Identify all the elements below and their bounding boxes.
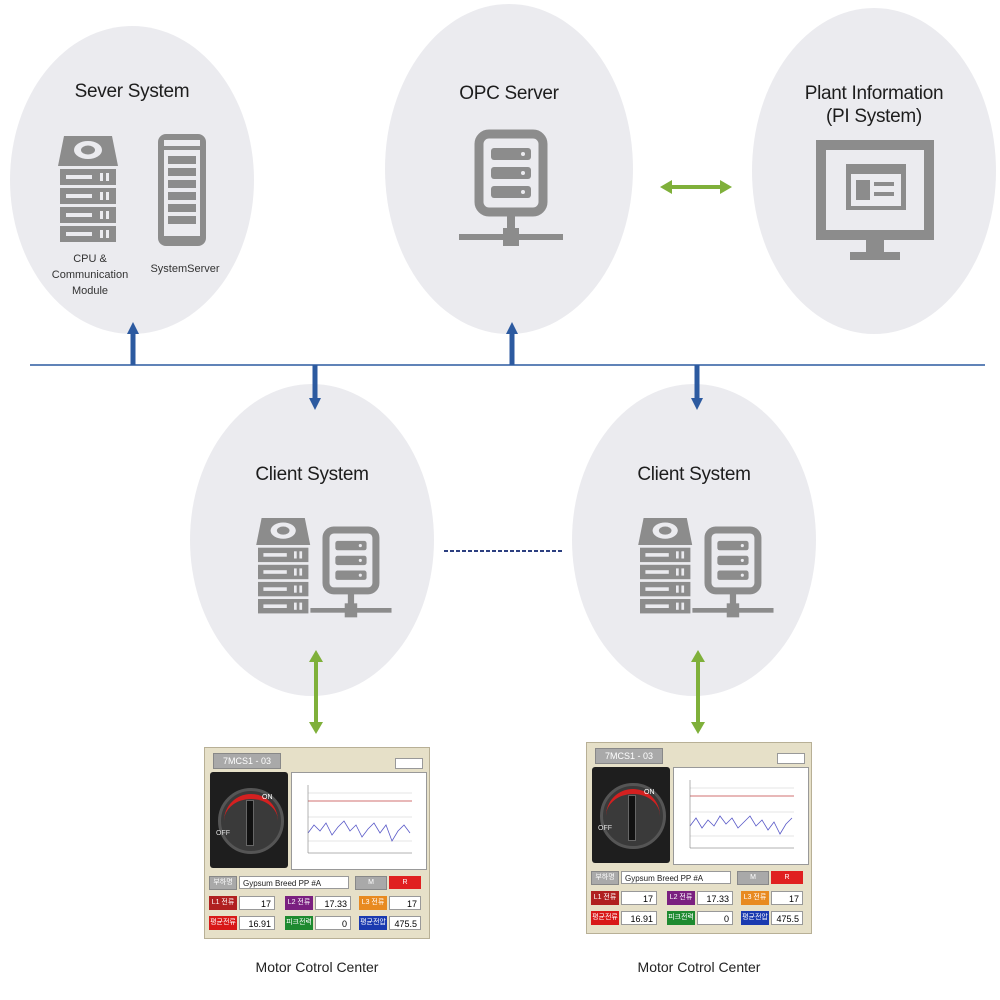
selector-switch-knob[interactable]: OFF ON: [592, 767, 670, 863]
client-right-server-icon: [692, 530, 773, 617]
avg-voltage-label: 평균전압: [741, 911, 769, 925]
avg-current-value: 16.91: [621, 911, 657, 925]
load-name-field[interactable]: Gypsum Breed PP #A: [621, 871, 731, 884]
client-right-mcc-arrow: [691, 650, 705, 734]
l2-current-label: L2 전류: [667, 891, 695, 905]
avg-current-value: 16.91: [239, 916, 275, 930]
knob-on-label: ON: [644, 789, 655, 796]
opc-uplink-arrow: [506, 322, 518, 365]
load-name-label: 부하명: [209, 876, 237, 890]
cpu-label-line2: Communication: [51, 269, 129, 281]
trend-chart: [291, 772, 427, 870]
server-system-node: Sever System: [10, 26, 254, 334]
l1-current-label: L1 전류: [591, 891, 619, 905]
l2-current-label: L2 전류: [285, 896, 313, 910]
client-right-downlink-arrow: [691, 365, 703, 410]
avg-voltage-value: 475.5: [389, 916, 421, 930]
monitor-icon: [816, 140, 934, 260]
peak-power-label: 피크전력: [667, 911, 695, 925]
mcc-panel-left: 7MCS1 - 03 OFF ON 부하명 Gypsum Breed PP #A…: [204, 747, 430, 939]
avg-current-label: 평균전류: [209, 916, 237, 930]
l3-current-label: L3 전류: [359, 896, 387, 910]
mcc-panel-right: 7MCS1 - 03 OFF ON 부하명 Gypsum Breed PP #A…: [586, 742, 812, 934]
cpu-module-icon: [58, 136, 118, 242]
client-left-cpu-icon: [256, 518, 311, 614]
l3-current-value: 17: [389, 896, 421, 910]
knob-on-label: ON: [262, 794, 273, 801]
plant-information-title-line1: Plant Information: [804, 83, 944, 104]
plant-information-node: Plant Information (PI System): [752, 8, 996, 334]
load-name-label: 부하명: [591, 871, 619, 885]
client-system-right-title: Client System: [637, 464, 751, 485]
peak-power-value: 0: [697, 911, 733, 925]
l1-current-value: 17: [621, 891, 657, 905]
plant-information-title-line2: (PI System): [826, 106, 922, 127]
load-name-field[interactable]: Gypsum Breed PP #A: [239, 876, 349, 889]
opc-server-icon: [459, 134, 563, 246]
avg-voltage-value: 475.5: [771, 911, 803, 925]
opc-pi-link-arrow: [660, 180, 732, 194]
client-right-cpu-icon: [638, 518, 693, 614]
client-system-left-title: Client System: [255, 464, 369, 485]
server-system-title: Sever System: [74, 81, 190, 102]
mcc-tag: 7MCS1 - 03: [213, 753, 281, 769]
client-left-mcc-arrow: [309, 650, 323, 734]
peak-power-label: 피크전력: [285, 916, 313, 930]
mcc-right-caption: Motor Cotrol Center: [637, 959, 761, 975]
client-system-left-node: Client System: [190, 384, 434, 696]
client-left-server-icon: [310, 530, 391, 617]
mode-select[interactable]: [395, 758, 423, 769]
l2-current-value: 17.33: [315, 896, 351, 910]
selector-switch-knob[interactable]: OFF ON: [210, 772, 288, 868]
knob-off-label: OFF: [598, 825, 612, 832]
run-button[interactable]: R: [771, 871, 803, 884]
cpu-label-line3: Module: [71, 285, 109, 297]
cpu-label-line1: CPU &: [73, 253, 107, 265]
mode-select[interactable]: [777, 753, 805, 764]
run-button[interactable]: R: [389, 876, 421, 889]
server-uplink-arrow: [127, 322, 139, 365]
l1-current-label: L1 전류: [209, 896, 237, 910]
l1-current-value: 17: [239, 896, 275, 910]
mcc-left-caption: Motor Cotrol Center: [255, 959, 379, 975]
l3-current-label: L3 전류: [741, 891, 769, 905]
l3-current-value: 17: [771, 891, 803, 905]
mcc-tag: 7MCS1 - 03: [595, 748, 663, 764]
knob-off-label: OFF: [216, 830, 230, 837]
avg-current-label: 평균전류: [591, 911, 619, 925]
peak-power-value: 0: [315, 916, 351, 930]
client-system-right-node: Client System: [572, 384, 816, 696]
manual-button[interactable]: M: [737, 871, 769, 885]
client-left-downlink-arrow: [309, 365, 321, 410]
manual-button[interactable]: M: [355, 876, 387, 890]
l2-current-value: 17.33: [697, 891, 733, 905]
avg-voltage-label: 평균전압: [359, 916, 387, 930]
system-server-icon: [158, 134, 206, 246]
trend-chart: [673, 767, 809, 865]
system-server-label: SystemServer: [150, 263, 220, 275]
opc-server-title: OPC Server: [459, 83, 559, 104]
